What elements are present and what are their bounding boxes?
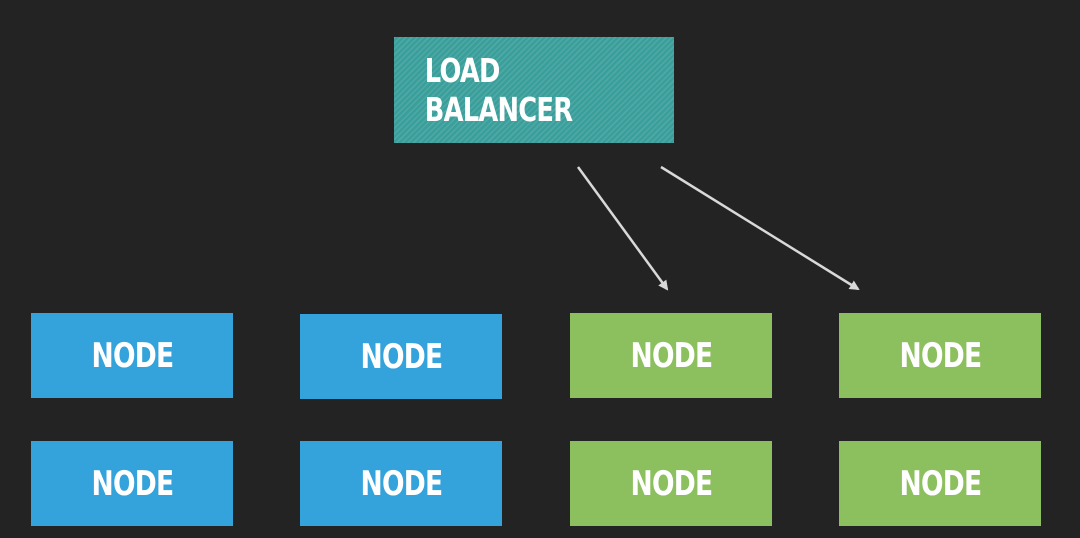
node-label: NODE [91, 335, 174, 376]
arrow-to-node-4 [660, 165, 860, 291]
node-box-8: NODE [839, 441, 1041, 526]
node-box-6: NODE [300, 441, 502, 526]
node-box-7: NODE [570, 441, 772, 526]
node-box-2: NODE [300, 314, 502, 399]
node-label: NODE [91, 463, 174, 504]
node-box-5: NODE [31, 441, 233, 526]
load-balancer-label: LOAD BALANCER [424, 51, 573, 129]
node-box-3: NODE [570, 313, 772, 398]
arrow-to-node-3 [576, 166, 669, 291]
node-box-1: NODE [31, 313, 233, 398]
node-label: NODE [630, 463, 713, 504]
node-label: NODE [360, 336, 443, 377]
node-label: NODE [899, 335, 982, 376]
node-label: NODE [360, 463, 443, 504]
node-label: NODE [630, 335, 713, 376]
node-box-4: NODE [839, 313, 1041, 398]
node-label: NODE [899, 463, 982, 504]
load-balancer-box: LOAD BALANCER [394, 37, 674, 143]
